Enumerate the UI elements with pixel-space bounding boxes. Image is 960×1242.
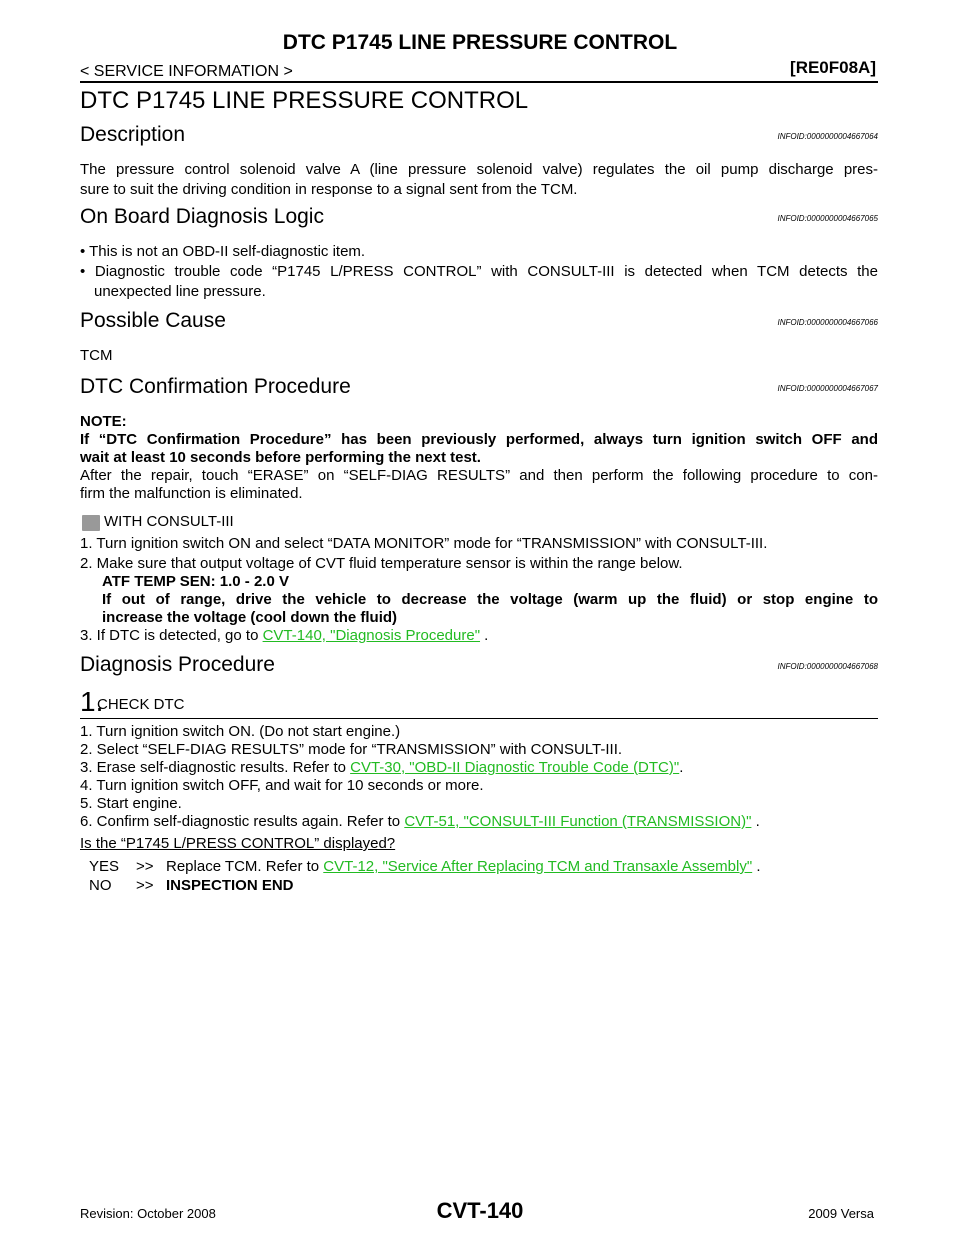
description-text-line-2: sure to suit the driving condition in re…: [80, 181, 578, 198]
step-number: 1.: [80, 686, 104, 717]
range-warning-line-2: increase the voltage (cool down the flui…: [102, 609, 398, 626]
response-yes: YES >> Replace TCM. Refer to CVT-12, "Serv…: [89, 857, 761, 877]
link-obd-dtc[interactable]: CVT-30, "OBD-II Diagnostic Trouble Code …: [350, 759, 680, 776]
info-id: INFOID:0000000004667065: [777, 214, 878, 223]
obd-bullet-2-line-2: unexpected line pressure.: [94, 283, 266, 300]
section-description-header: Description INFOID:0000000004667064: [80, 120, 878, 148]
diag-step-1: 1. Turn ignition switch ON. (Do not star…: [80, 723, 401, 740]
diagnosis-question: Is the “P1745 L/PRESS CONTROL” displayed…: [80, 835, 396, 852]
document-header-title: DTC P1745 LINE PRESSURE CONTROL: [282, 31, 678, 54]
diag-step-5: 5. Start engine.: [80, 795, 182, 812]
link-service-after-replacing-tcm[interactable]: CVT-12, "Service After Replacing TCM and…: [323, 858, 753, 875]
header-divider: [80, 81, 878, 83]
section-title-dtc-confirmation: DTC Confirmation Procedure: [80, 375, 351, 398]
range-warning-line-1: If out of range, drive the vehicle to de…: [102, 591, 878, 608]
obd-bullet-1: • This is not an OBD-II self-diagnostic …: [80, 243, 366, 260]
diag-step-6-text: 6. Confirm self-diagnostic results again…: [80, 813, 405, 830]
atf-temp-spec: ATF TEMP SEN: 1.0 - 2.0 V: [102, 573, 289, 590]
section-title-obd-logic: On Board Diagnosis Logic: [80, 205, 324, 228]
dtc-step-3-text: 3. If DTC is detected, go to: [80, 627, 263, 644]
diag-step-3-suffix: .: [679, 759, 684, 776]
diag-step-3: 3. Erase self-diagnostic results. Refer …: [80, 758, 878, 778]
description-text-line-1: The pressure control solenoid valve A (l…: [80, 161, 878, 178]
dtc-step-3: 3. If DTC is detected, go to CVT-140, "D…: [80, 626, 878, 646]
link-diagnosis-procedure[interactable]: CVT-140, "Diagnosis Procedure": [262, 627, 481, 644]
no-key: NO: [89, 877, 112, 894]
footer-model: 2009 Versa: [808, 1206, 874, 1221]
section-title-description: Description: [80, 123, 186, 146]
diag-step-4: 4. Turn ignition switch OFF, and wait fo…: [80, 777, 484, 794]
obd-bullet-2-line-1: • Diagnostic trouble code “P1745 L/PRESS…: [80, 263, 878, 280]
footer-revision: Revision: October 2008: [80, 1206, 216, 1221]
dtc-step-3-suffix: .: [480, 627, 489, 644]
with-consult-label: WITH CONSULT-III: [104, 513, 234, 530]
info-id: INFOID:0000000004667067: [777, 384, 878, 393]
model-code: [RE0F08A]: [790, 58, 876, 77]
diag-step-3-text: 3. Erase self-diagnostic results. Refer …: [80, 759, 351, 776]
dtc-step-2: 2. Make sure that output voltage of CVT …: [80, 555, 683, 572]
diag-step-6: 6. Confirm self-diagnostic results again…: [80, 812, 878, 832]
section-title-diagnosis: Diagnosis Procedure: [80, 653, 275, 676]
yes-key: YES: [89, 858, 120, 875]
section-possible-cause-header: Possible Cause INFOID:0000000004667066: [80, 306, 878, 334]
page-title: DTC P1745 LINE PRESSURE CONTROL: [80, 87, 529, 114]
info-id: INFOID:0000000004667068: [777, 662, 878, 671]
diag-step-6-suffix: .: [751, 813, 760, 830]
info-id: INFOID:0000000004667066: [777, 318, 878, 327]
yes-arrow: >>: [136, 858, 154, 875]
consult-tool-icon: [82, 515, 100, 531]
info-id: INFOID:0000000004667064: [777, 132, 878, 141]
yes-text: Replace TCM. Refer to: [166, 858, 324, 875]
note-label: NOTE:: [80, 413, 127, 430]
no-arrow: >>: [136, 877, 154, 894]
section-obd-logic-header: On Board Diagnosis Logic INFOID:00000000…: [80, 202, 878, 230]
response-no: NO >> INSPECTION END: [89, 876, 294, 896]
after-repair-line-1: After the repair, touch “ERASE” on “SELF…: [80, 467, 878, 484]
section-dtc-confirmation-header: DTC Confirmation Procedure INFOID:000000…: [80, 372, 878, 400]
breadcrumb: < SERVICE INFORMATION >: [80, 63, 293, 80]
step-divider: [80, 718, 878, 719]
note-line-2: wait at least 10 seconds before performi…: [80, 449, 481, 466]
diag-step-2: 2. Select “SELF-DIAG RESULTS” mode for “…: [80, 741, 623, 758]
link-consult-function[interactable]: CVT-51, "CONSULT-III Function (TRANSMISS…: [404, 813, 752, 830]
footer-page-number: CVT-140: [436, 1198, 524, 1223]
no-text: INSPECTION END: [166, 877, 294, 894]
step-title: CHECK DTC: [97, 696, 185, 713]
dtc-step-1: 1. Turn ignition switch ON and select “D…: [80, 535, 768, 552]
section-title-possible-cause: Possible Cause: [80, 309, 226, 332]
section-diagnosis-header: Diagnosis Procedure INFOID:0000000004667…: [80, 650, 878, 678]
possible-cause-text: TCM: [80, 347, 113, 364]
yes-suffix: .: [752, 858, 761, 875]
note-line-1: If “DTC Confirmation Procedure” has been…: [80, 431, 878, 448]
after-repair-line-2: firm the malfunction is eliminated.: [80, 485, 303, 502]
